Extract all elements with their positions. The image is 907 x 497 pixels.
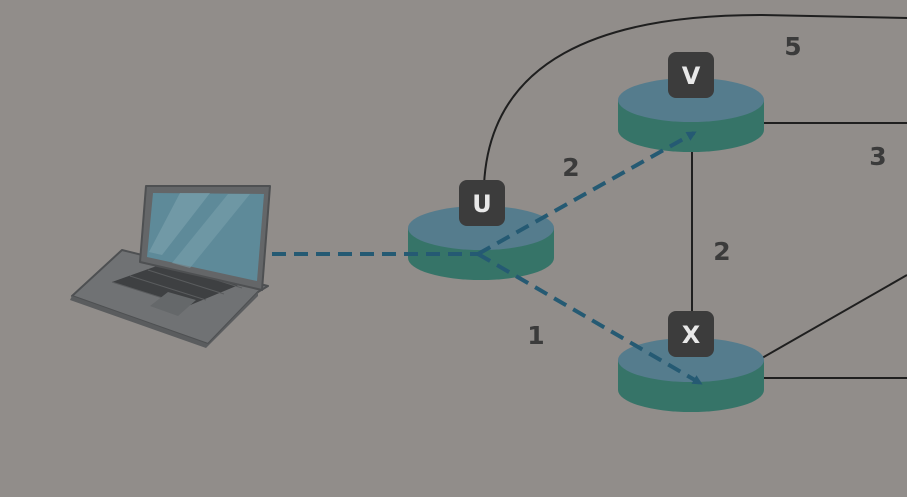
edge-weight-v-offscreen: 3: [869, 142, 886, 171]
edge-weight-u-x: 1: [527, 321, 544, 350]
path-u-v-dashed-arrow: [477, 131, 697, 256]
laptop-icon: [70, 185, 271, 348]
node-label-u: U: [459, 180, 505, 226]
node-label-v: V: [668, 52, 714, 98]
edge-x-offscreen-upper: [761, 274, 907, 359]
edge-weight-v-x: 2: [713, 237, 730, 266]
edge-weight-u-offscreen: 5: [784, 32, 801, 61]
node-label-x-text: X: [682, 321, 701, 349]
router-x: [618, 338, 764, 412]
node-label-x: X: [668, 311, 714, 357]
edge-u-offscreen: [483, 13, 907, 186]
edge-weight-u-v: 2: [562, 153, 579, 182]
node-label-v-text: V: [682, 62, 701, 90]
router-v: [618, 78, 764, 152]
node-label-u-text: U: [472, 190, 492, 218]
